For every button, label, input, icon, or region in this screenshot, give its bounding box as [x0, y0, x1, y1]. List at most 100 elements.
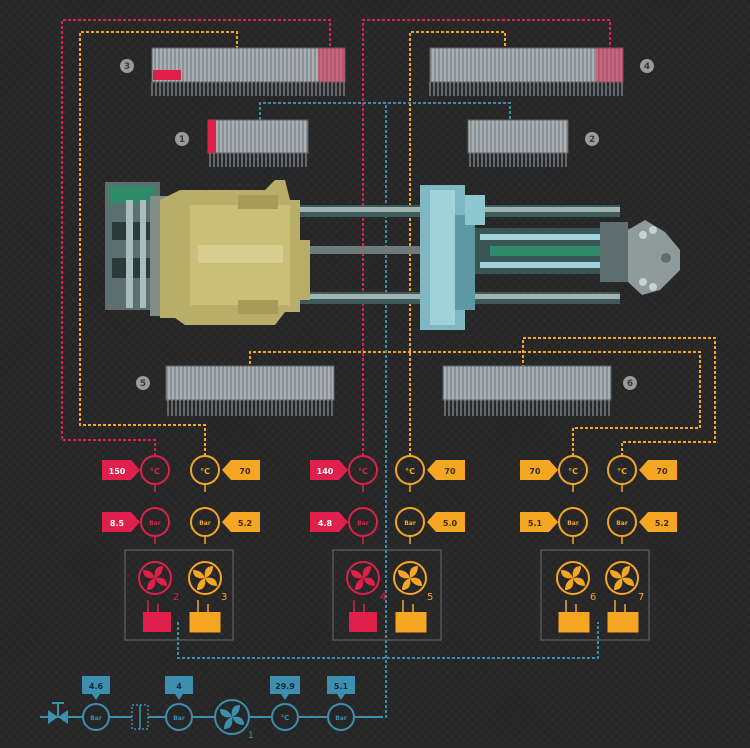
svg-text:5.2: 5.2	[238, 519, 252, 528]
warm-pipe-circuit-5	[409, 31, 506, 456]
svg-text:Bar: Bar	[404, 520, 416, 527]
inlet-pressure-sensor[interactable]: Bar	[82, 703, 110, 731]
outlet-pressure-readout[interactable]: 5.1	[327, 676, 355, 700]
fan-icon	[351, 566, 375, 590]
zone-badges: 3 4 1 2 5 6	[120, 59, 654, 390]
fan-icon	[398, 566, 422, 590]
supply-temp-sensor[interactable]: °C	[271, 703, 299, 731]
moving-platen	[160, 180, 310, 325]
pressure-sensor-circuit-6[interactable]: Bar	[558, 507, 588, 537]
filter-pressure-sensor[interactable]: Bar	[165, 703, 193, 731]
supply-temp-readout[interactable]: 29.9	[270, 676, 300, 700]
svg-text:°C: °C	[150, 467, 160, 476]
svg-text:70: 70	[656, 467, 668, 476]
zone-panel-6[interactable]	[442, 365, 612, 416]
pump-circuit-5[interactable]: 5	[393, 561, 433, 603]
hot-pipes	[61, 19, 611, 456]
pressure-readout-circuit-3[interactable]: 5.2	[222, 512, 260, 532]
fan-icon	[143, 566, 167, 590]
water-supply: 4.6 Bar 4 Bar 1 29.9 °C	[40, 676, 380, 741]
temp-readout-circuit-3[interactable]: 70	[222, 460, 260, 480]
zone-badge-3[interactable]: 3	[120, 59, 134, 73]
pump-circuit-2[interactable]: 2	[138, 561, 179, 603]
temp-sensor-circuit-3[interactable]: °C	[190, 455, 220, 485]
svg-text:5.0: 5.0	[443, 519, 458, 528]
pressure-readout-circuit-5[interactable]: 5.0	[427, 512, 465, 532]
tank-circuit-3	[189, 600, 221, 633]
pressure-sensor-circuit-3[interactable]: Bar	[190, 507, 220, 537]
svg-text:°C: °C	[405, 467, 415, 476]
cabinet-a	[124, 549, 234, 641]
warm-pipe-circuit-6	[249, 351, 701, 456]
pump-circuit-6[interactable]: 6	[556, 561, 596, 603]
temp-readout-circuit-4[interactable]: 140	[310, 460, 348, 480]
svg-text:°C: °C	[200, 467, 210, 476]
warm-pipe-circuit-3	[79, 31, 238, 456]
pressure-sensor-circuit-4[interactable]: Bar	[348, 507, 378, 537]
temp-sensor-circuit-2[interactable]: °C	[140, 455, 170, 485]
zone-badge-2[interactable]: 2	[585, 132, 599, 146]
svg-text:5.1: 5.1	[334, 682, 349, 691]
svg-text:5: 5	[427, 592, 433, 603]
inlet-pressure-readout[interactable]: 4.6	[82, 676, 110, 700]
svg-text:Bar: Bar	[173, 715, 185, 722]
zone-panel-1[interactable]	[207, 119, 309, 167]
tank-circuit-4	[349, 600, 377, 632]
circuit-7: °C 70 Bar 5.2 7	[605, 455, 677, 633]
svg-text:4.8: 4.8	[318, 519, 333, 528]
temp-sensor-circuit-6[interactable]: °C	[558, 455, 588, 485]
zone-badge-5[interactable]: 5	[136, 376, 150, 390]
svg-text:70: 70	[444, 467, 456, 476]
circuit-5: °C 70 Bar 5.0 5	[393, 455, 465, 633]
svg-text:150: 150	[109, 467, 126, 476]
outlet-pressure-sensor[interactable]: Bar	[327, 703, 355, 731]
supply-pump[interactable]: 1	[214, 699, 254, 741]
temp-sensor-circuit-4[interactable]: °C	[348, 455, 378, 485]
hot-pipe-circuit-4	[362, 19, 611, 456]
svg-text:4.6: 4.6	[89, 682, 104, 691]
hot-pipe-circuit-2	[61, 19, 331, 456]
pressure-readout-circuit-2[interactable]: 8.5	[102, 512, 140, 532]
zone-badge-4[interactable]: 4	[640, 59, 654, 73]
zone-panel-5[interactable]	[165, 365, 335, 416]
tank-circuit-7	[607, 600, 639, 633]
temp-readout-circuit-7[interactable]: 70	[639, 460, 677, 480]
svg-text:5: 5	[140, 379, 146, 389]
circuit-2: 150 °C 8.5 Bar 2	[102, 455, 179, 632]
zone-panel-2[interactable]	[467, 119, 569, 167]
pressure-sensor-circuit-7[interactable]: Bar	[607, 507, 637, 537]
zone-panel-3[interactable]	[151, 47, 346, 96]
temp-readout-circuit-2[interactable]: 150	[102, 460, 140, 480]
svg-text:Bar: Bar	[149, 520, 161, 527]
pressure-readout-circuit-4[interactable]: 4.8	[310, 512, 348, 532]
svg-text:°C: °C	[568, 467, 578, 476]
filter-pressure-readout[interactable]: 4	[165, 676, 193, 700]
temp-readout-circuit-6[interactable]: 70	[520, 460, 558, 480]
pump-circuit-7[interactable]: 7	[605, 561, 644, 603]
fan-icon	[220, 705, 244, 729]
temp-sensor-circuit-7[interactable]: °C	[607, 455, 637, 485]
temp-sensor-circuit-5[interactable]: °C	[395, 455, 425, 485]
zone-badge-6[interactable]: 6	[623, 376, 637, 390]
svg-text:°C: °C	[617, 467, 627, 476]
zone-badge-1[interactable]: 1	[175, 132, 189, 146]
circuit-6: 70 °C 5.1 Bar 6	[520, 455, 596, 633]
instrument-links	[154, 484, 623, 544]
svg-text:8.5: 8.5	[110, 519, 125, 528]
svg-text:3: 3	[124, 62, 130, 72]
hopper	[628, 220, 680, 295]
svg-text:Bar: Bar	[335, 715, 347, 722]
svg-text:5.2: 5.2	[655, 519, 669, 528]
temp-readout-circuit-5[interactable]: 70	[427, 460, 465, 480]
pressure-readout-circuit-7[interactable]: 5.2	[639, 512, 677, 532]
pressure-sensor-circuit-5[interactable]: Bar	[395, 507, 425, 537]
pump-circuit-3[interactable]: 3	[188, 561, 227, 603]
zone-panel-4[interactable]	[429, 47, 624, 96]
valve-icon[interactable]	[48, 702, 68, 724]
pump-circuit-4[interactable]: 4	[346, 561, 386, 603]
cabinet-c	[540, 549, 650, 641]
pressure-sensor-circuit-2[interactable]: Bar	[140, 507, 170, 537]
pressure-readout-circuit-6[interactable]: 5.1	[520, 512, 558, 532]
